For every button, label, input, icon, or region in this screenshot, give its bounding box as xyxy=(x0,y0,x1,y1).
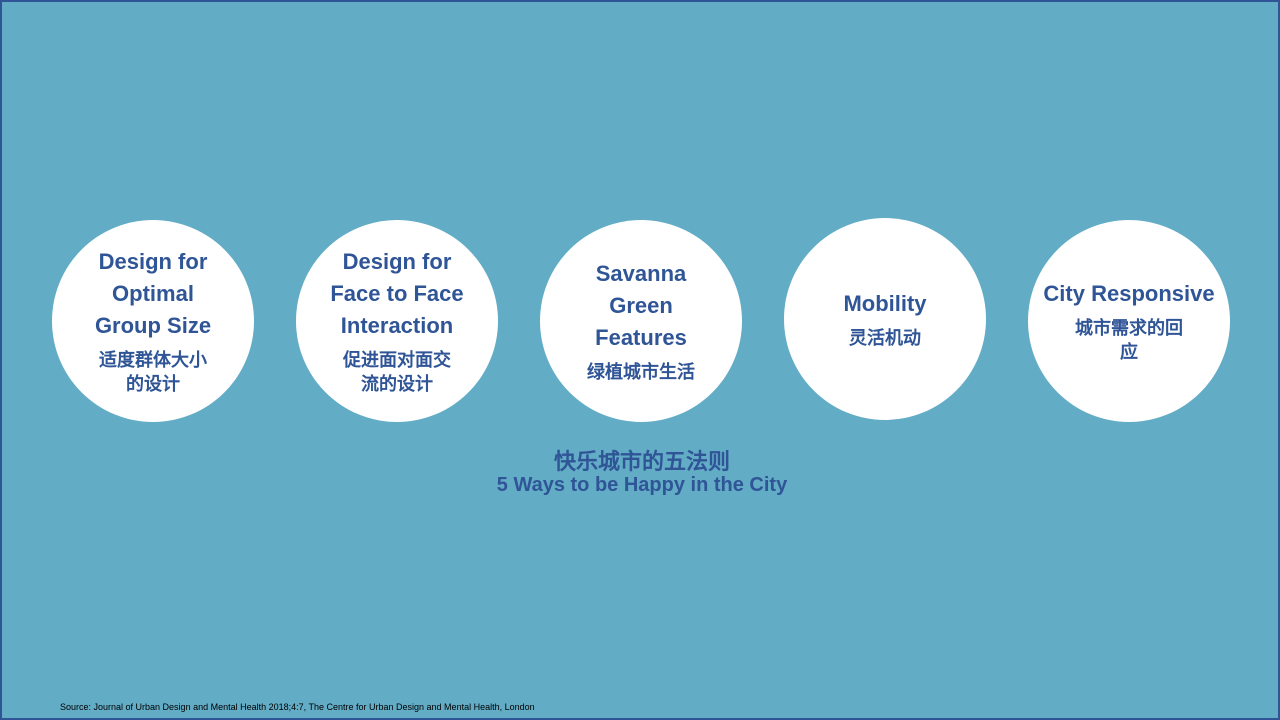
circle-title-zh: 绿植城市生活 xyxy=(587,362,695,382)
circle-savanna-green: Savanna Green Features 绿植城市生活 xyxy=(540,220,742,422)
circle-title-zh: 灵活机动 xyxy=(849,328,921,348)
circle-title-zh: 促进面对面交流的设计 xyxy=(343,350,451,394)
circle-title-zh: 适度群体大小的设计 xyxy=(99,350,207,394)
source-citation: Source: Journal of Urban Design and Ment… xyxy=(60,702,535,712)
circle-optimal-group-size: Design for Optimal Group Size 适度群体大小的设计 xyxy=(52,220,254,422)
circle-title-en: Savanna Green Features xyxy=(595,261,687,350)
circle-city-responsive: City Responsive 城市需求的回应 xyxy=(1028,220,1230,422)
main-title-en: 5 Ways to be Happy in the City xyxy=(496,474,788,496)
main-title-zh: 快乐城市的五法则 xyxy=(553,449,730,474)
circle-face-to-face: Design for Face to Face Interaction 促进面对… xyxy=(296,220,498,422)
circle-mobility: Mobility 灵活机动 xyxy=(784,218,986,420)
circle-title-en: City Responsive xyxy=(1043,281,1215,306)
circle-title-en: Design for Face to Face Interaction xyxy=(330,249,464,338)
circle-title-zh: 城市需求的回应 xyxy=(1075,318,1183,362)
circle-title-en: Mobility xyxy=(843,291,927,316)
circle-title-en: Design for Optimal Group Size xyxy=(94,249,212,338)
